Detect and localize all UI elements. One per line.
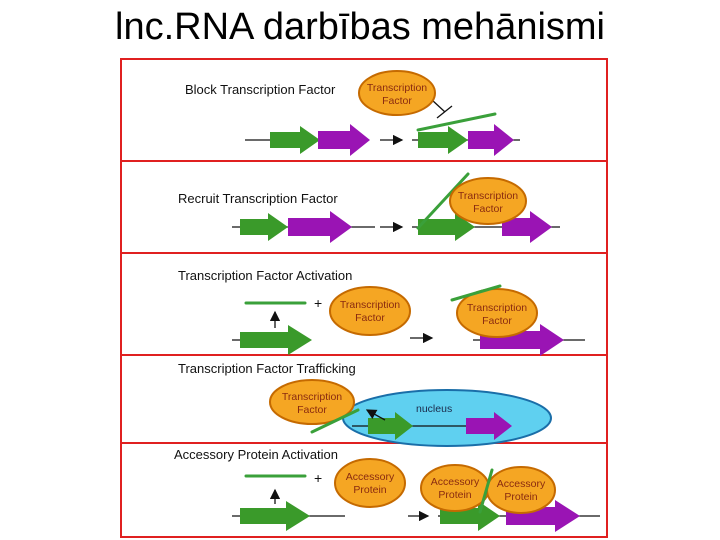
panel-label-activation: Transcription Factor Activation (178, 268, 353, 283)
panel-divider (120, 160, 608, 162)
gene-green-arrow (270, 126, 320, 154)
diagram-text: Accessory (431, 476, 480, 488)
diagram-frame (120, 58, 608, 538)
diagram-text: Transcription (340, 299, 400, 311)
lncrna-strand (310, 408, 360, 434)
gene-green-arrow (240, 325, 312, 355)
diagram-text: Factor (482, 315, 512, 327)
gene-purple-arrow (466, 412, 512, 440)
panel-divider (120, 354, 608, 356)
diagram-text: Accessory (346, 471, 395, 483)
accessory-protein (334, 458, 406, 508)
transcription-factor (329, 286, 411, 336)
panel-activation: + Transcription Factor Transcription Fac… (232, 284, 585, 356)
transcription-factor (358, 70, 436, 116)
gene-green-arrow (368, 412, 413, 440)
lncrna-strand (478, 468, 494, 514)
diagram-text: + (314, 470, 322, 486)
diagram-text: Transcription (282, 391, 342, 403)
transcription-factor (449, 177, 527, 225)
gene-purple-arrow (318, 124, 370, 156)
gene-purple-arrow (288, 211, 352, 243)
diagram-text: Factor (297, 404, 327, 416)
diagram-text: Accessory (497, 478, 546, 490)
gene-purple-arrow (468, 124, 514, 156)
diagram-text: Protein (438, 489, 471, 501)
lncrna-strand (416, 172, 470, 230)
panel-divider (120, 252, 608, 254)
block-bar (436, 105, 453, 119)
diagram-text: Factor (473, 203, 503, 215)
panel-recruit: Transcription Factor (232, 172, 560, 243)
diagram-text: Protein (504, 491, 537, 503)
diagram-text: Transcription (458, 190, 518, 202)
transcription-factor (269, 379, 355, 425)
panel-trafficking: nucleus Transcription Factor (269, 379, 552, 447)
page-title: lnc.RNA darbības mehānismi (115, 6, 605, 48)
gene-purple-arrow (502, 211, 552, 243)
panel-label-accessory: Accessory Protein Activation (174, 447, 339, 462)
panel-label-block: Block Transcription Factor (185, 82, 336, 97)
panel-block: Transcription Factor (245, 70, 520, 156)
gene-green-arrow (240, 213, 288, 241)
diagram-text: Protein (353, 484, 386, 496)
transcription-factor (456, 288, 538, 338)
diagram-text: Factor (382, 95, 412, 107)
lncrna-strand (450, 284, 502, 302)
gene-green-arrow (418, 126, 468, 154)
diagram-text: Transcription (367, 82, 427, 94)
lncrna-strand (416, 112, 497, 132)
accessory-protein (486, 466, 556, 514)
panel-divider (120, 442, 608, 444)
block-arrow (431, 99, 446, 113)
diagram-text: + (314, 295, 322, 311)
diagram-text: Factor (355, 312, 385, 324)
trafficking-arrow (365, 409, 386, 421)
gene-green-arrow (418, 213, 475, 241)
panel-accessory: + Accessory Protein Accessory Protein Ac… (232, 458, 600, 532)
accessory-protein (420, 464, 490, 512)
panel-label-trafficking: Transcription Factor Trafficking (178, 361, 356, 376)
panel-label-recruit: Recruit Transcription Factor (178, 191, 338, 206)
gene-green-arrow (240, 501, 310, 531)
diagram-text: Transcription (467, 302, 527, 314)
diagram-text: nucleus (416, 403, 452, 415)
